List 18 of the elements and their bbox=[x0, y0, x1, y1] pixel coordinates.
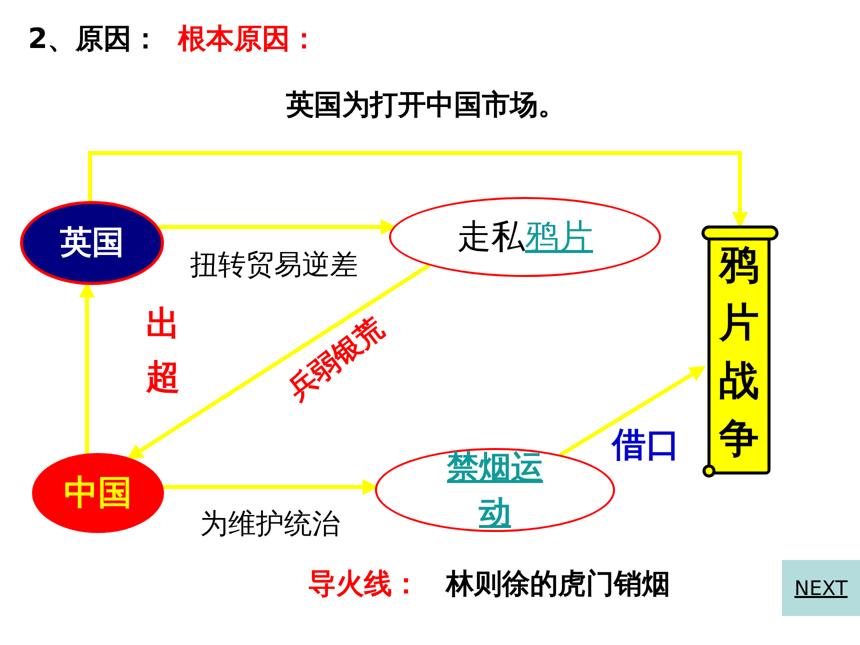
edge-label: 为维护统治 bbox=[200, 506, 340, 542]
oval-node: 走私鸦片 bbox=[389, 197, 661, 277]
subheading-text: 英国为打开中国市场。 bbox=[286, 87, 566, 123]
arrow bbox=[560, 366, 706, 456]
next-button: NEXT bbox=[782, 560, 860, 616]
arrow bbox=[126, 264, 430, 460]
edge-label: 兵弱银荒 bbox=[280, 310, 391, 408]
note-text: 林则徐的虎门销烟 bbox=[446, 566, 670, 602]
heading-text: 根本原因： bbox=[178, 21, 318, 57]
arrow bbox=[158, 219, 396, 235]
arrow bbox=[88, 151, 748, 228]
edge-label: 出超 bbox=[146, 303, 181, 399]
note-label: 导火线： bbox=[308, 566, 420, 602]
oval-node: 英国 bbox=[20, 201, 164, 285]
oval-node: 中国 bbox=[32, 453, 164, 533]
edge-label: 扭转贸易逆差 bbox=[190, 247, 358, 283]
heading-text: 2、原因： bbox=[28, 21, 160, 57]
edge-label: 借口 bbox=[612, 424, 680, 467]
